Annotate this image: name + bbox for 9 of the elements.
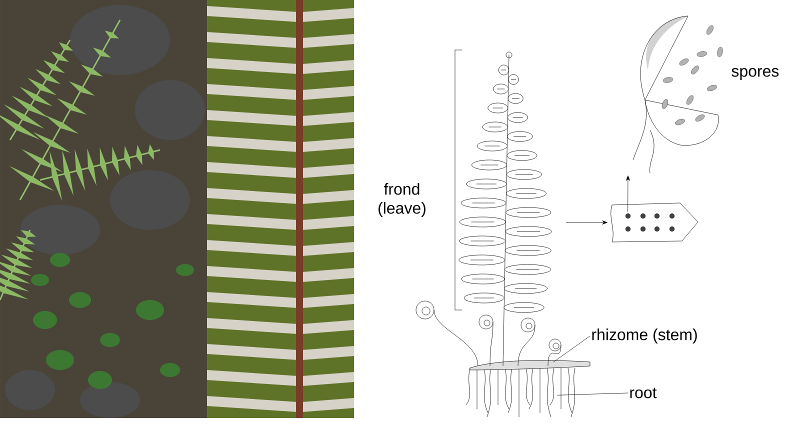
pinna-drawing <box>610 202 698 242</box>
part-label: rhizome (stem) <box>592 328 697 344</box>
label: frond (leave) <box>378 183 426 217</box>
sporangium-drawing <box>632 16 723 174</box>
leader-line <box>557 392 628 396</box>
arrow <box>602 220 608 224</box>
leader-line <box>553 336 590 362</box>
arrow <box>626 176 630 212</box>
part-label: root <box>630 388 657 398</box>
